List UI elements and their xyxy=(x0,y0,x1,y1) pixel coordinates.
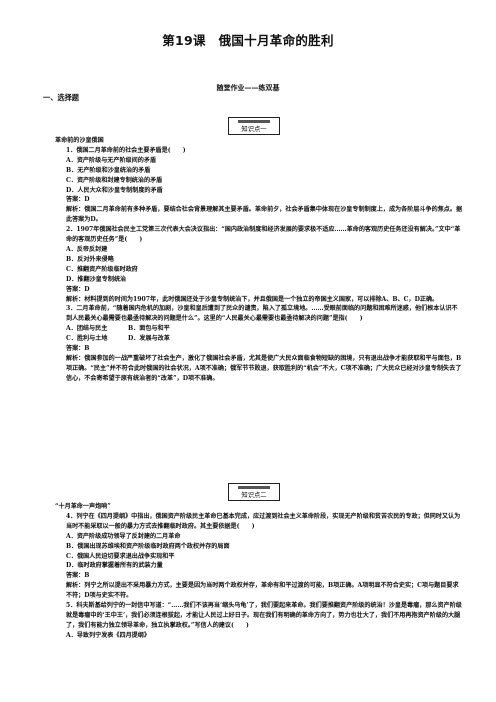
q2-option-b: B．反对外来侵略 xyxy=(66,255,114,263)
q2-option-c: C．推翻资产阶级临时政府 xyxy=(66,265,138,273)
page-subtitle: 随堂作业——练双基 xyxy=(216,83,280,92)
q4-option-a: A．资产阶级成功领导了反封建的二月革命 xyxy=(66,532,181,540)
q2-option-d: D．推翻沙皇专制统治 xyxy=(66,275,127,283)
q1-option-d: D．人民大众和沙皇专制制度的矛盾 xyxy=(66,186,163,194)
q1-answer: 答案：D xyxy=(66,196,90,204)
page-title: 第19课 俄国十月革命的胜利 xyxy=(162,33,334,48)
q4-option-d: D．临时政府掌握着所有的武装力量 xyxy=(66,562,163,570)
topic-heading: 革命前的沙皇俄国 xyxy=(55,137,104,144)
box-bar-decoration xyxy=(238,486,270,489)
question-4-stem: 4．列宁在《四月提纲》中指出，俄国资产阶级民主革命已基本完成，应过渡到社会主义革… xyxy=(66,512,461,530)
q2-answer: 答案：D xyxy=(66,285,90,293)
q3-option-c: C．胜利与土地 xyxy=(66,335,108,343)
q3-answer: 答案：B xyxy=(66,345,90,353)
q3-option-a: A．团结与民主 xyxy=(66,325,108,333)
section-heading: 一、选择题 xyxy=(43,93,79,102)
q4-option-b: B．俄国出现苏维埃和资产阶级临时政府两个政权并存的局面 xyxy=(66,542,230,550)
knowledge-point-box-2: 知识点二 xyxy=(228,483,280,501)
box-bar-decoration xyxy=(238,120,270,123)
question-1-stem: 1．俄国二月革命前的社会主要矛盾是( ) xyxy=(66,146,186,154)
question-5-stem: 5．科夫斯基给列宁的一封信中写道：“……我们不该再当‘缩头乌龟’了，我们要起来革… xyxy=(66,602,462,629)
q1-option-b: B．无产阶级和沙皇统治的矛盾 xyxy=(66,166,151,174)
box-label: 知识点二 xyxy=(241,492,267,499)
q1-analysis: 解析：俄国二月革命前有多种矛盾，要结合社会背景理解其主要矛盾。革命前夕，社会矛盾… xyxy=(66,206,463,224)
q3-option-d: D．发展与改革 xyxy=(128,335,170,343)
q3-option-b: B．面包与和平 xyxy=(128,325,170,333)
q1-option-a: A．资产阶级与无产阶级间的矛盾 xyxy=(66,156,157,164)
q4-analysis: 解析：列宁之所以提出不采用暴力方式，主要是因为当时两个政权并存，革命有和平过渡的… xyxy=(66,582,459,600)
topic-heading: “十月革命一声炮响” xyxy=(55,503,111,510)
q4-answer: 答案：B xyxy=(66,572,90,580)
q4-option-c: C．俄国人民迫切要求退出战争实现和平 xyxy=(66,552,175,560)
q2-option-a: A．反帝反封建 xyxy=(66,245,108,253)
question-2-stem: 2．1907年俄国社会民主工党第三次代表大会决议指出：“国内政治制度和经济发展的… xyxy=(66,226,461,244)
knowledge-block-1: 革命前的沙皇俄国 1．俄国二月革命前的社会主要矛盾是( ) A．资产阶级与无产阶… xyxy=(55,136,463,384)
q3-analysis: 解析：俄国参加的一战严重破坏了社会生产，激化了俄国社会矛盾，尤其是使广大民众面临… xyxy=(66,354,462,382)
question-3-stem: 3．二月革命前，“随着国内危机的加剧，沙皇和皇后遭到了民众的谴责，陷入了孤立境地… xyxy=(66,305,458,323)
box-label: 知识点一 xyxy=(241,126,267,133)
q3-options-row-2: C．胜利与土地 D．发展与改革 xyxy=(55,334,463,344)
q5-option-a: A．导致列宁发表《四月提纲》 xyxy=(66,631,150,639)
knowledge-block-2: “十月革命一声炮响” 4．列宁在《四月提纲》中指出，俄国资产阶级民主革命已基本完… xyxy=(55,502,463,641)
knowledge-point-box-1: 知识点一 xyxy=(228,117,280,135)
q3-options-row-1: A．团结与民主 B．面包与和平 xyxy=(55,324,463,334)
q2-analysis: 解析：材料提到的时间为1907年，此时俄国还处于沙皇专制统治下，并且俄国是一个独… xyxy=(66,295,439,303)
q1-option-c: C．资产阶级和封建专制统治的矛盾 xyxy=(66,176,163,184)
